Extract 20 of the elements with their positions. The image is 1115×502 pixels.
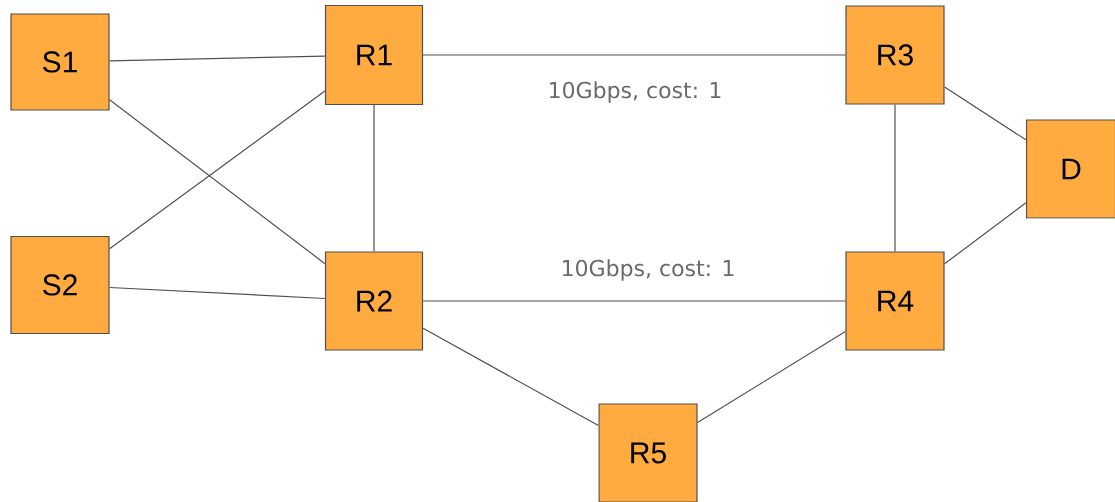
router-box: D <box>1025 119 1115 219</box>
router-box: R2 <box>324 251 424 351</box>
link-line <box>109 55 326 62</box>
router-box: R1 <box>324 4 424 106</box>
link-line <box>422 300 846 302</box>
link-line <box>944 86 1027 141</box>
link-line <box>422 327 599 427</box>
router-box: R5 <box>598 403 698 502</box>
edge-label: 10Gbps, cost: 1 <box>550 81 721 103</box>
router-box: R3 <box>845 5 945 105</box>
link-line <box>422 54 846 56</box>
router-box: S2 <box>10 235 110 335</box>
router-box: R4 <box>845 251 945 351</box>
link-line <box>373 104 375 252</box>
link-line <box>109 286 326 300</box>
link-line <box>697 330 846 424</box>
link-line <box>894 104 896 252</box>
link-line <box>944 202 1027 265</box>
edge-label: 10Gbps, cost: 1 <box>563 259 734 281</box>
router-box: S1 <box>10 13 110 111</box>
